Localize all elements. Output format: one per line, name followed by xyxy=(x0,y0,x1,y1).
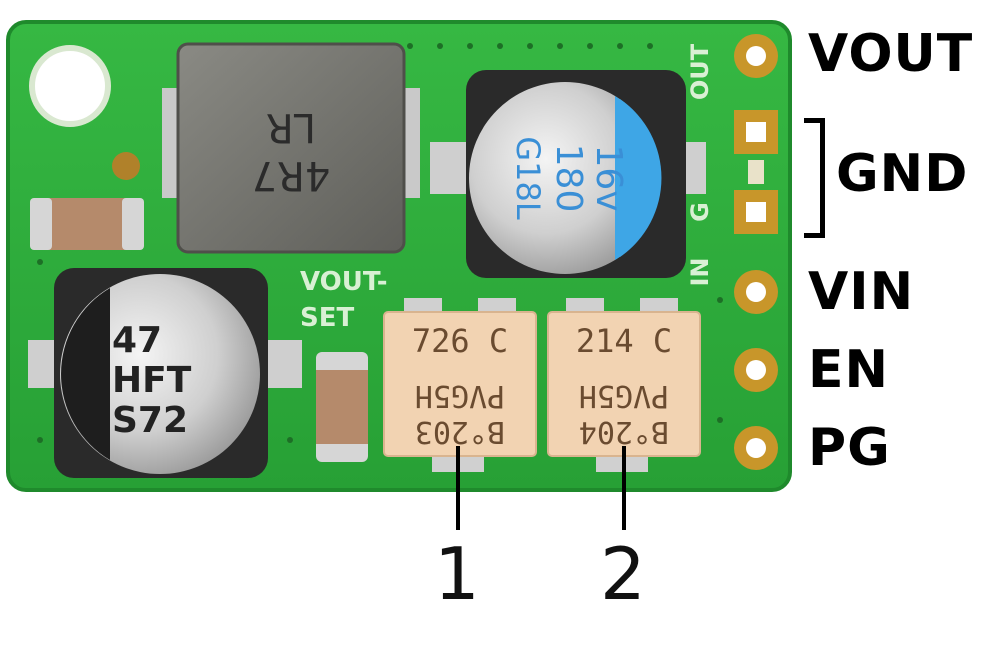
gnd-bracket xyxy=(804,118,825,238)
output-cap-marking-2: 180 xyxy=(548,144,589,213)
via-row xyxy=(37,43,723,443)
silkscreen-in: IN xyxy=(686,257,714,286)
silkscreen-vout-set: VOUT- xyxy=(300,267,388,297)
pin-label-vout: VOUT xyxy=(808,24,974,84)
pin-label-en: EN xyxy=(808,340,890,400)
input-cap-marking-3: S72 xyxy=(112,400,188,441)
silkscreen-set: SET xyxy=(300,303,354,333)
pin-label-pg: PG xyxy=(808,418,891,478)
silkscreen-out: OUT xyxy=(686,43,714,100)
input-cap-marking-1: 47 xyxy=(112,320,162,361)
pot2-marking-1: 214 C xyxy=(576,322,672,360)
pin-label-vin: VIN xyxy=(808,262,915,322)
inductor xyxy=(176,42,406,254)
callout-number-1: 1 xyxy=(434,532,480,616)
inductor-marking-1: 4R7 xyxy=(252,152,331,198)
input-cap-marking-2: HFT xyxy=(112,360,192,401)
pot2-marking-2: PVG5H xyxy=(579,378,669,413)
pot1-marking-1: 726 C xyxy=(412,322,508,360)
callout-number-2: 2 xyxy=(600,532,646,616)
output-cap-marking-1: 16v xyxy=(588,144,629,211)
mounting-hole xyxy=(29,45,111,127)
pot2-marking-3: B°204 xyxy=(579,414,669,449)
input-cap-stripe xyxy=(61,288,110,460)
smd-capacitor-small xyxy=(30,198,144,250)
output-capacitor xyxy=(469,82,661,274)
via-pad xyxy=(112,152,140,180)
smd-capacitor-vertical xyxy=(316,370,368,444)
silkscreen-g: G xyxy=(686,202,714,222)
pin-label-gnd: GND xyxy=(836,144,969,204)
output-cap-marking-3: G18L xyxy=(509,136,547,220)
inductor-marking-2: LR xyxy=(266,104,316,150)
pot1-marking-3: B°203 xyxy=(415,414,505,449)
pot1-marking-2: PVG5H xyxy=(415,378,505,413)
